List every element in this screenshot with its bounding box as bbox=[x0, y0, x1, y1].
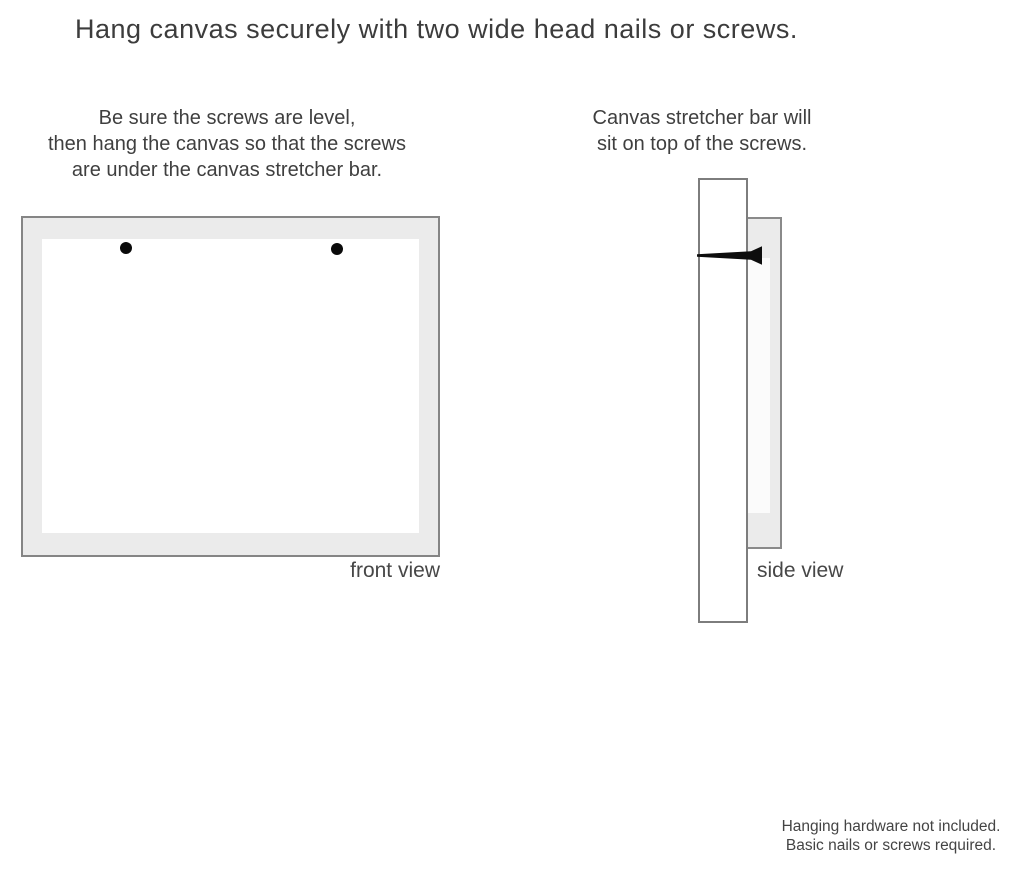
page-title: Hang canvas securely with two wide head … bbox=[75, 14, 798, 44]
screw-left-icon bbox=[120, 242, 132, 254]
side-view-instructions: Canvas stretcher bar will sit on top of … bbox=[552, 105, 852, 157]
front-view-canvas-frame bbox=[21, 216, 440, 557]
side-view-instructions-line-1: Canvas stretcher bar will bbox=[592, 107, 812, 129]
hardware-disclaimer-line-2: Basic nails or screws required. bbox=[785, 837, 997, 854]
screw-right-icon bbox=[331, 243, 343, 255]
hardware-disclaimer: Hanging hardware not included. Basic nai… bbox=[761, 817, 1021, 855]
side-view-canvas-edge-highlight bbox=[747, 258, 770, 513]
side-view-canvas-edge bbox=[744, 217, 782, 549]
front-view-instructions-line-1: Be sure the screws are level, bbox=[98, 107, 356, 129]
nail-icon bbox=[697, 246, 762, 265]
front-view-label: front view bbox=[350, 559, 440, 582]
front-view-instructions: Be sure the screws are level, then hang … bbox=[27, 105, 427, 183]
side-view-instructions-line-2: sit on top of the screws. bbox=[596, 133, 808, 155]
front-view-instructions-line-3: are under the canvas stretcher bar. bbox=[71, 159, 383, 181]
hardware-disclaimer-line-1: Hanging hardware not included. bbox=[781, 818, 1001, 835]
side-view-label: side view bbox=[757, 559, 844, 582]
front-view-canvas-surface bbox=[42, 239, 419, 533]
front-view-instructions-line-2: then hang the canvas so that the screws bbox=[48, 133, 406, 155]
